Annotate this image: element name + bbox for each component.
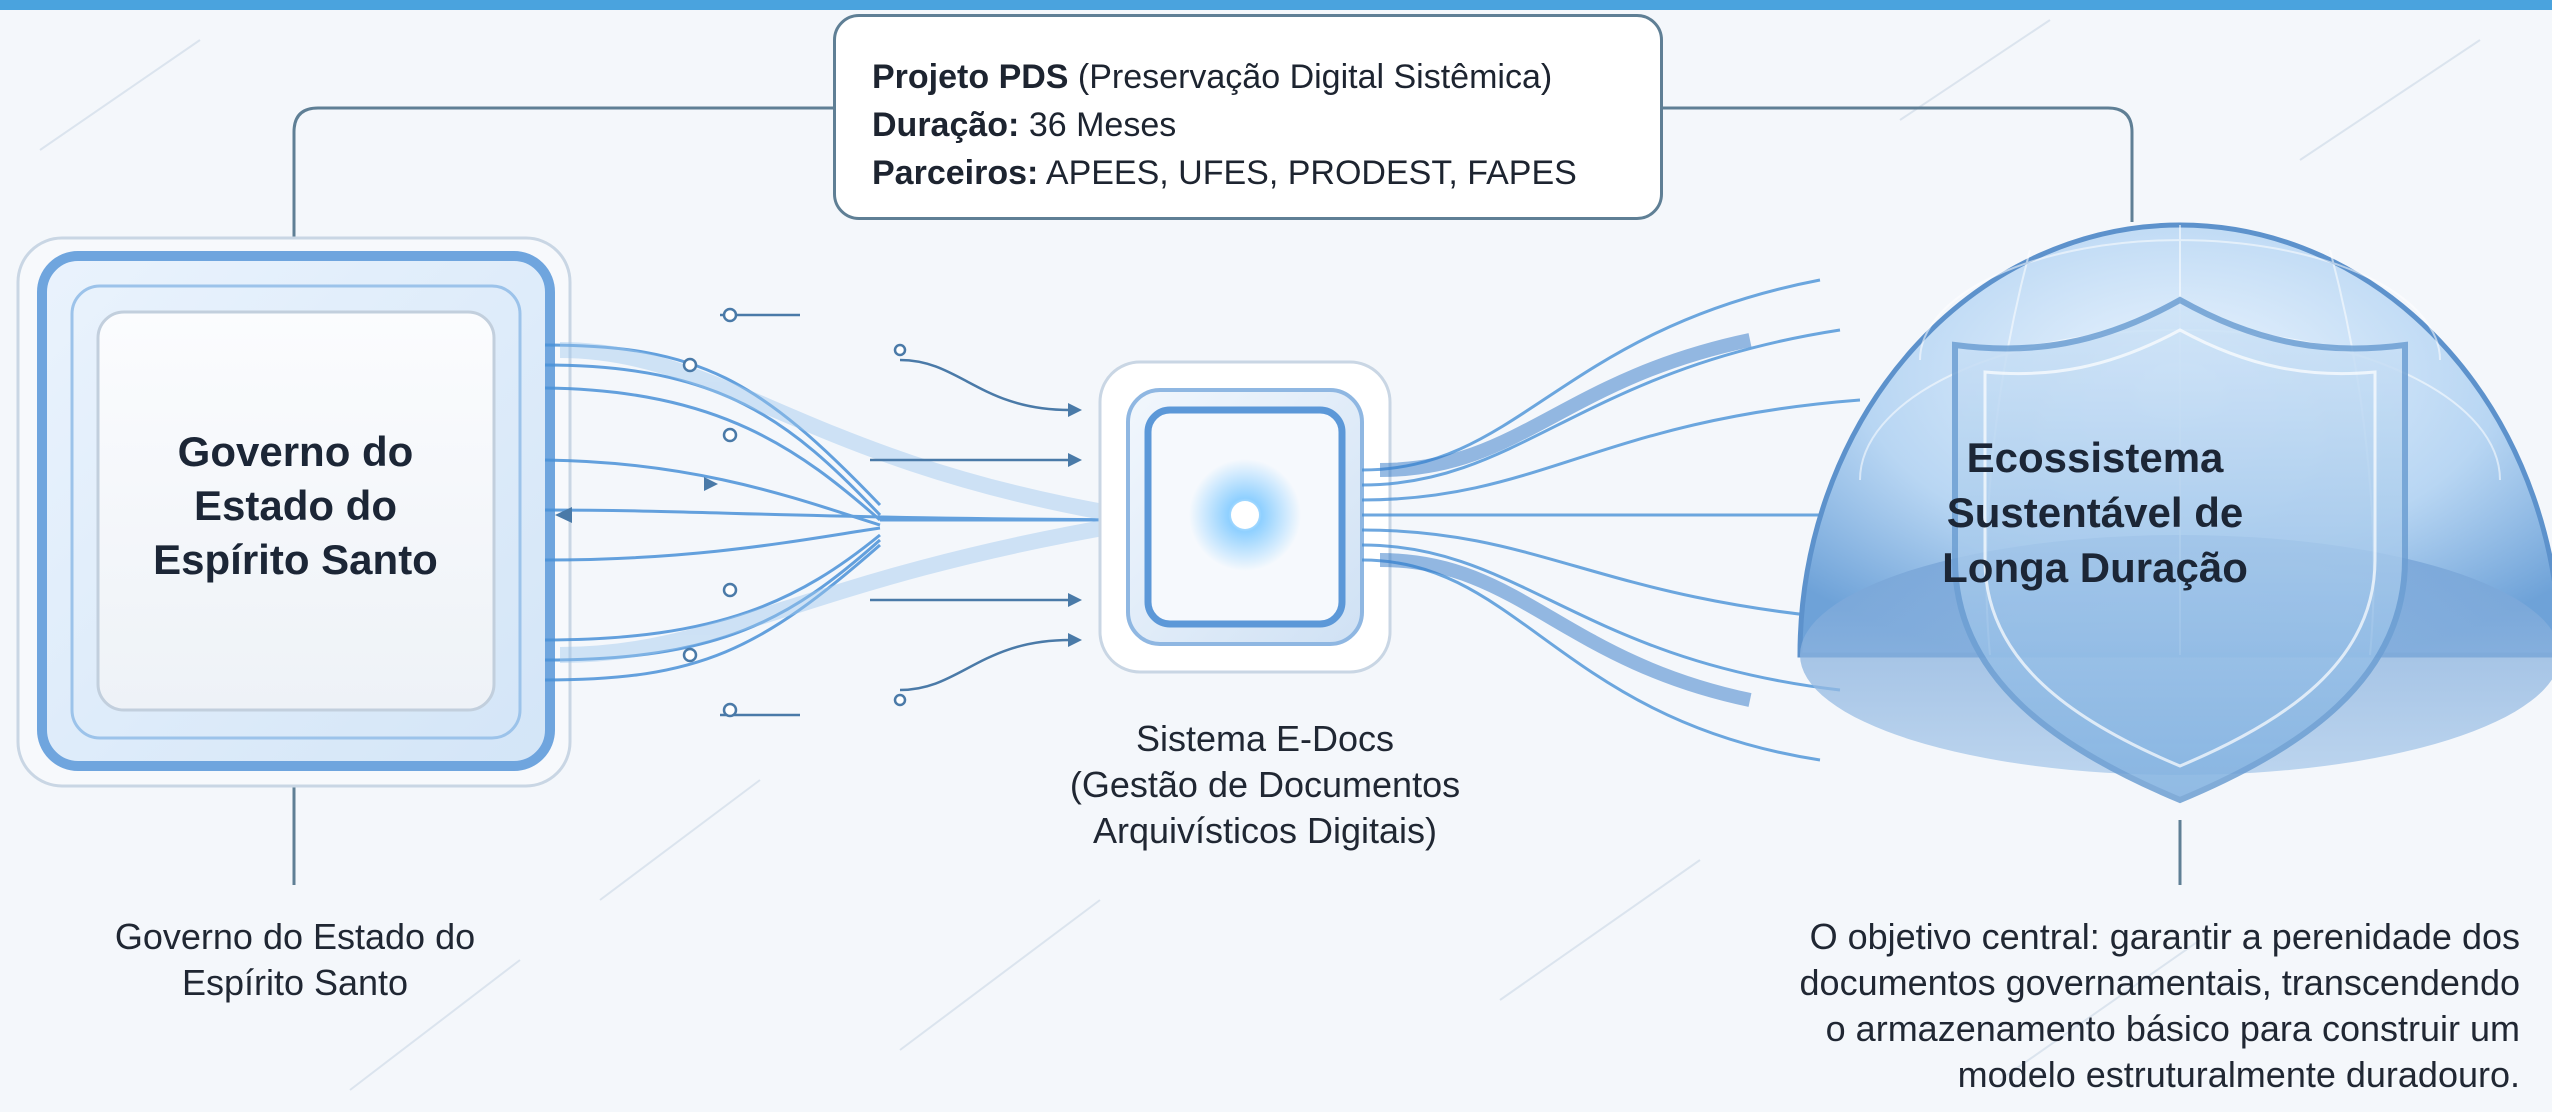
input-flow-bands <box>559 342 1122 663</box>
government-caption-line1: Governo do Estado do <box>114 916 476 957</box>
arrow-heads <box>555 403 1082 647</box>
government-title: Governo do Estado do Espírito Santo <box>88 425 503 587</box>
project-name-label: Projeto PDS <box>872 58 1069 96</box>
government-title-line2: Estado do <box>193 482 397 529</box>
government-title-line1: Governo do <box>177 428 414 475</box>
ecosystem-caption-line4: modelo estruturalmente duradouro. <box>1957 1054 2520 1095</box>
ecosystem-caption: O objetivo central: garantir a perenidad… <box>1590 914 2520 1098</box>
edocs-chip <box>1098 360 1392 674</box>
government-caption: Governo do Estado do Espírito Santo <box>60 914 530 1006</box>
ecosystem-caption-line1: O objetivo central: garantir a perenidad… <box>1809 916 2520 957</box>
ecosystem-caption-line2: documentos governamentais, transcendendo <box>1799 962 2520 1003</box>
ecosystem-title: Ecossistema Sustentável de Longa Duração <box>1900 430 2290 595</box>
project-partners-row: Parceiros: APEES, UFES, PRODEST, FAPES <box>872 149 1660 197</box>
project-name-value: (Preservação Digital Sistêmica) <box>1068 58 1553 96</box>
edocs-caption: Sistema E-Docs (Gestão de Documentos Arq… <box>1035 716 1495 854</box>
input-flow-lines <box>544 343 1241 682</box>
ecosystem-title-line3: Longa Duração <box>1942 544 2248 591</box>
output-flow-bands <box>1379 333 1752 707</box>
project-duration-row: Duração: 36 Meses <box>872 101 1660 149</box>
ecosystem-caption-line3: o armazenamento básico para construir um <box>1825 1008 2520 1049</box>
project-partners-label: Parceiros: <box>872 154 1039 192</box>
project-name-row: Projeto PDS (Preservação Digital Sistêmi… <box>872 53 1660 101</box>
government-block <box>16 236 572 788</box>
circuit-nodes <box>682 307 907 718</box>
project-duration-label: Duração: <box>872 106 1020 144</box>
edocs-caption-line3: Arquivísticos Digitais) <box>1092 810 1438 851</box>
project-connector-lines <box>292 106 2182 885</box>
ecosystem-title-line2: Sustentável de <box>1946 489 2244 536</box>
top-accent-bar <box>0 0 2552 10</box>
government-caption-line2: Espírito Santo <box>181 962 409 1003</box>
ecosystem-title-line1: Ecossistema <box>1966 434 2224 481</box>
edocs-caption-line2: (Gestão de Documentos <box>1069 764 1461 805</box>
edocs-caption-line1: Sistema E-Docs <box>1135 718 1395 759</box>
background-circuit-traces <box>39 19 2481 1091</box>
shield-icon <box>1952 296 2408 804</box>
project-duration-value: 36 Meses <box>1019 106 1177 144</box>
project-partners-value: APEES, UFES, PRODEST, FAPES <box>1038 154 1577 192</box>
project-info-box: Projeto PDS (Preservação Digital Sistêmi… <box>833 14 1663 220</box>
government-title-line3: Espírito Santo <box>153 536 438 583</box>
